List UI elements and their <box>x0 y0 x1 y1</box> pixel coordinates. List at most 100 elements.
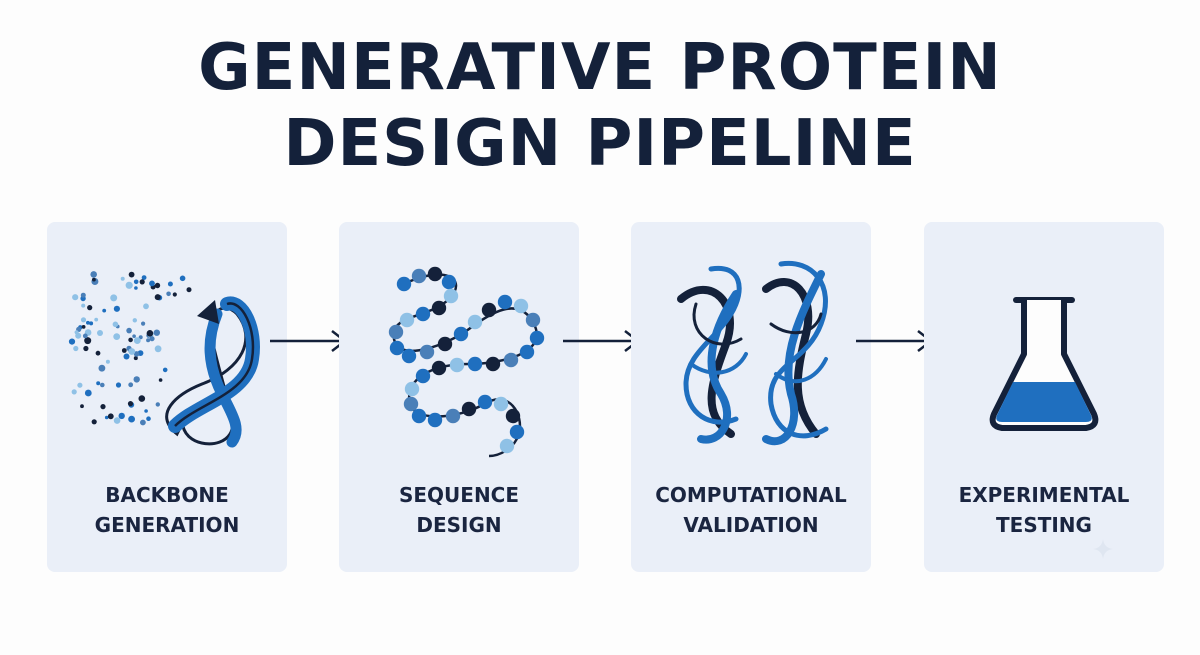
amino-acid-bead <box>411 268 427 284</box>
page-title: GENERATIVE PROTEIN DESIGN PIPELINE <box>0 30 1200 182</box>
step-label-line-2: GENERATION <box>94 513 240 537</box>
step-label-line-1: BACKBONE <box>105 483 229 507</box>
particle-dot <box>140 419 146 426</box>
step-card-experimental-testing: EXPERIMENTAL TESTING <box>924 222 1164 572</box>
amino-acid-bead <box>445 408 461 424</box>
amino-acid-bead <box>388 324 404 340</box>
particle-dot <box>149 280 155 287</box>
particle-dot <box>100 404 106 410</box>
step-label-line-2: VALIDATION <box>683 513 819 537</box>
amino-acid-bead <box>509 424 525 440</box>
particle-dot <box>154 282 161 289</box>
particle-dot <box>71 389 77 395</box>
particle-dot <box>97 330 103 336</box>
particle-dot <box>113 417 121 424</box>
particle-dot <box>138 395 146 402</box>
particle-dot <box>96 381 101 386</box>
particle-dot <box>104 415 109 420</box>
amino-acid-bead <box>443 288 459 304</box>
amino-acid-bead <box>431 300 447 316</box>
particle-dot <box>141 275 147 280</box>
particle-dot <box>84 389 92 397</box>
amino-acid-bead <box>461 401 477 417</box>
particle-dot <box>146 330 154 337</box>
amino-acid-bead <box>441 274 457 290</box>
particle-dot <box>127 401 134 407</box>
particle-dot <box>146 416 151 421</box>
amino-acid-bead <box>503 352 519 368</box>
amino-acid-bead <box>477 394 493 410</box>
particle-dot <box>92 277 96 282</box>
particle-dot <box>149 336 155 342</box>
amino-acid-bead <box>419 344 435 360</box>
step-card-sequence-design: SEQUENCE DESIGN <box>339 222 579 572</box>
amino-acid-bead <box>415 368 431 384</box>
particle-dot <box>139 279 145 285</box>
particle-dot <box>107 413 114 420</box>
step-label: BACKBONE GENERATION <box>47 480 287 540</box>
amino-acid-bead <box>427 266 443 282</box>
particle-dot <box>105 359 110 364</box>
amino-acid-bead <box>403 396 419 412</box>
step-label: SEQUENCE DESIGN <box>339 480 579 540</box>
particle-dot <box>128 337 133 343</box>
particle-dot <box>82 333 88 339</box>
amino-acid-chain-icon <box>388 266 545 458</box>
particle-dot <box>98 364 106 372</box>
step-label-line-1: SEQUENCE <box>398 483 520 507</box>
particle-dot <box>128 348 136 355</box>
particle-dot <box>81 303 86 308</box>
amino-acid-bead <box>453 326 469 342</box>
particle-dot <box>126 327 132 334</box>
particle-dot <box>74 330 79 335</box>
sparkle-icon <box>1093 539 1113 559</box>
amino-acid-bead <box>427 412 443 428</box>
amino-acid-bead <box>449 357 465 373</box>
amino-acid-bead <box>499 438 515 454</box>
amino-acid-bead <box>437 336 453 352</box>
amino-acid-bead <box>415 306 431 322</box>
particle-dot <box>166 291 171 297</box>
particle-dot <box>91 419 97 425</box>
title-line-1: GENERATIVE PROTEIN <box>198 31 1002 105</box>
step-label: EXPERIMENTAL TESTING <box>924 480 1164 540</box>
particle-dot <box>133 351 140 357</box>
particle-dot <box>158 378 163 382</box>
flask-icon <box>989 297 1099 431</box>
particle-dot <box>90 271 97 278</box>
step-label-line-2: TESTING <box>996 513 1092 537</box>
particle-dot <box>133 356 138 361</box>
protein-backbone-icon <box>68 271 260 448</box>
particle-dot <box>154 294 161 301</box>
particle-dot <box>73 345 79 352</box>
amino-acid-bead <box>389 340 405 356</box>
particle-dot <box>80 317 87 323</box>
particle-dot <box>113 305 120 312</box>
particle-dot <box>179 275 186 282</box>
particle-dot <box>133 279 139 285</box>
particle-dot <box>110 294 118 302</box>
particle-dot <box>143 303 149 310</box>
particle-dot <box>81 325 86 329</box>
particle-dot <box>128 271 135 278</box>
particle-dot <box>118 412 125 420</box>
particle-dot <box>133 337 141 344</box>
particle-dot <box>100 382 105 388</box>
particle-dot <box>83 345 89 352</box>
amino-acid-bead <box>525 312 541 328</box>
amino-acid-bead <box>529 330 545 346</box>
arrow-right-icon <box>563 330 641 352</box>
amino-acid-bead <box>513 298 529 314</box>
particle-dot <box>141 321 146 326</box>
amino-acid-bead <box>485 356 501 372</box>
particle-dot <box>89 321 94 326</box>
particle-dot <box>84 337 92 345</box>
particle-dot <box>112 321 119 328</box>
step-card-computational-validation: COMPUTATIONAL VALIDATION <box>631 222 871 572</box>
particle-dot <box>86 320 90 325</box>
particle-dot <box>133 376 140 383</box>
particle-dot <box>134 286 138 290</box>
particle-dot <box>146 338 151 343</box>
title-line-2: DESIGN PIPELINE <box>283 107 917 181</box>
arrow-right-icon <box>270 330 348 352</box>
